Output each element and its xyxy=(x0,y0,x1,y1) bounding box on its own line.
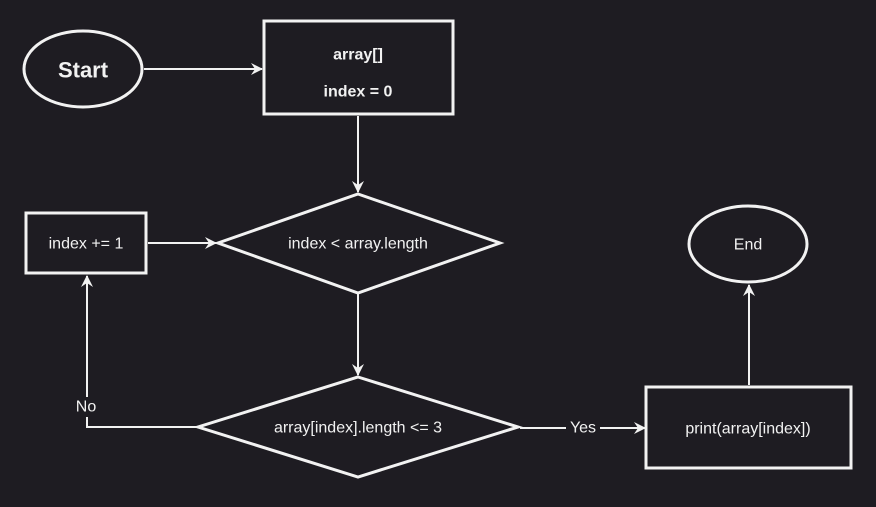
end-node-label: End xyxy=(734,237,762,254)
loop-condition-label: index < array.length xyxy=(288,236,428,253)
loop-condition-node: index < array.length xyxy=(213,192,505,295)
edge-label-yes-text: Yes xyxy=(570,420,596,437)
start-node-label: Start xyxy=(58,58,109,83)
init-node-array-label: array[] xyxy=(333,47,383,64)
print-node-label: print(array[index]) xyxy=(685,421,810,438)
end-node: End xyxy=(687,204,809,284)
edge-label-no-text: No xyxy=(76,399,97,416)
length-check-node: array[index].length <= 3 xyxy=(192,375,524,479)
increment-node-label: index += 1 xyxy=(49,236,124,253)
init-node-index-label: index = 0 xyxy=(324,84,393,101)
edge-label-yes: Yes xyxy=(566,418,600,438)
init-node: array[] index = 0 xyxy=(262,19,455,116)
length-check-label: array[index].length <= 3 xyxy=(274,420,442,437)
edge-label-no: No xyxy=(72,397,102,417)
print-node: print(array[index]) xyxy=(644,385,853,470)
increment-node: index += 1 xyxy=(24,211,148,275)
edge-no-to-increment xyxy=(81,275,198,428)
start-node: Start xyxy=(22,29,144,109)
